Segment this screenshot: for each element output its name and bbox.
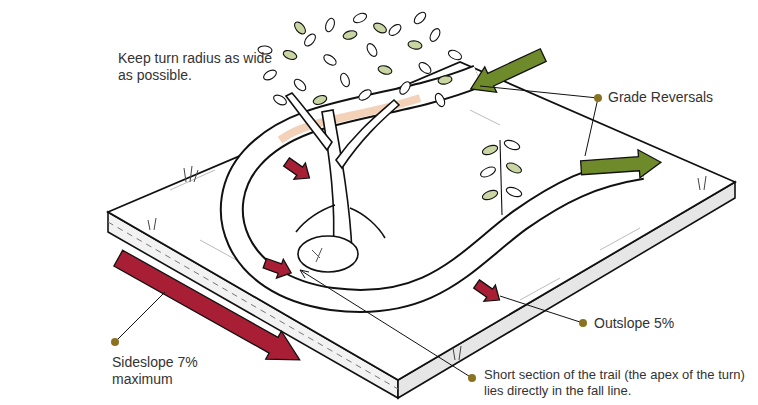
slope-surface [108,62,735,380]
boulder [298,236,358,272]
tree-canopy [258,10,463,108]
leader-dots [111,94,602,382]
callout-label: Outslope 5% [594,315,734,332]
callout-label: Short section of the trail (the apex of … [484,367,752,399]
note-label: Keep turn radius as wide as possible. [118,50,288,84]
callout-label: Sideslope 7% maximum [112,354,227,388]
flow-arrows [110,154,505,374]
leader-lines [115,86,598,378]
trail-edge [232,76,642,301]
callout-label: Grade Reversals [608,89,748,106]
shrub [479,139,523,215]
trail-tread [232,76,642,301]
boulder-texture [312,248,322,262]
grade-reversal-arrows [465,42,662,181]
